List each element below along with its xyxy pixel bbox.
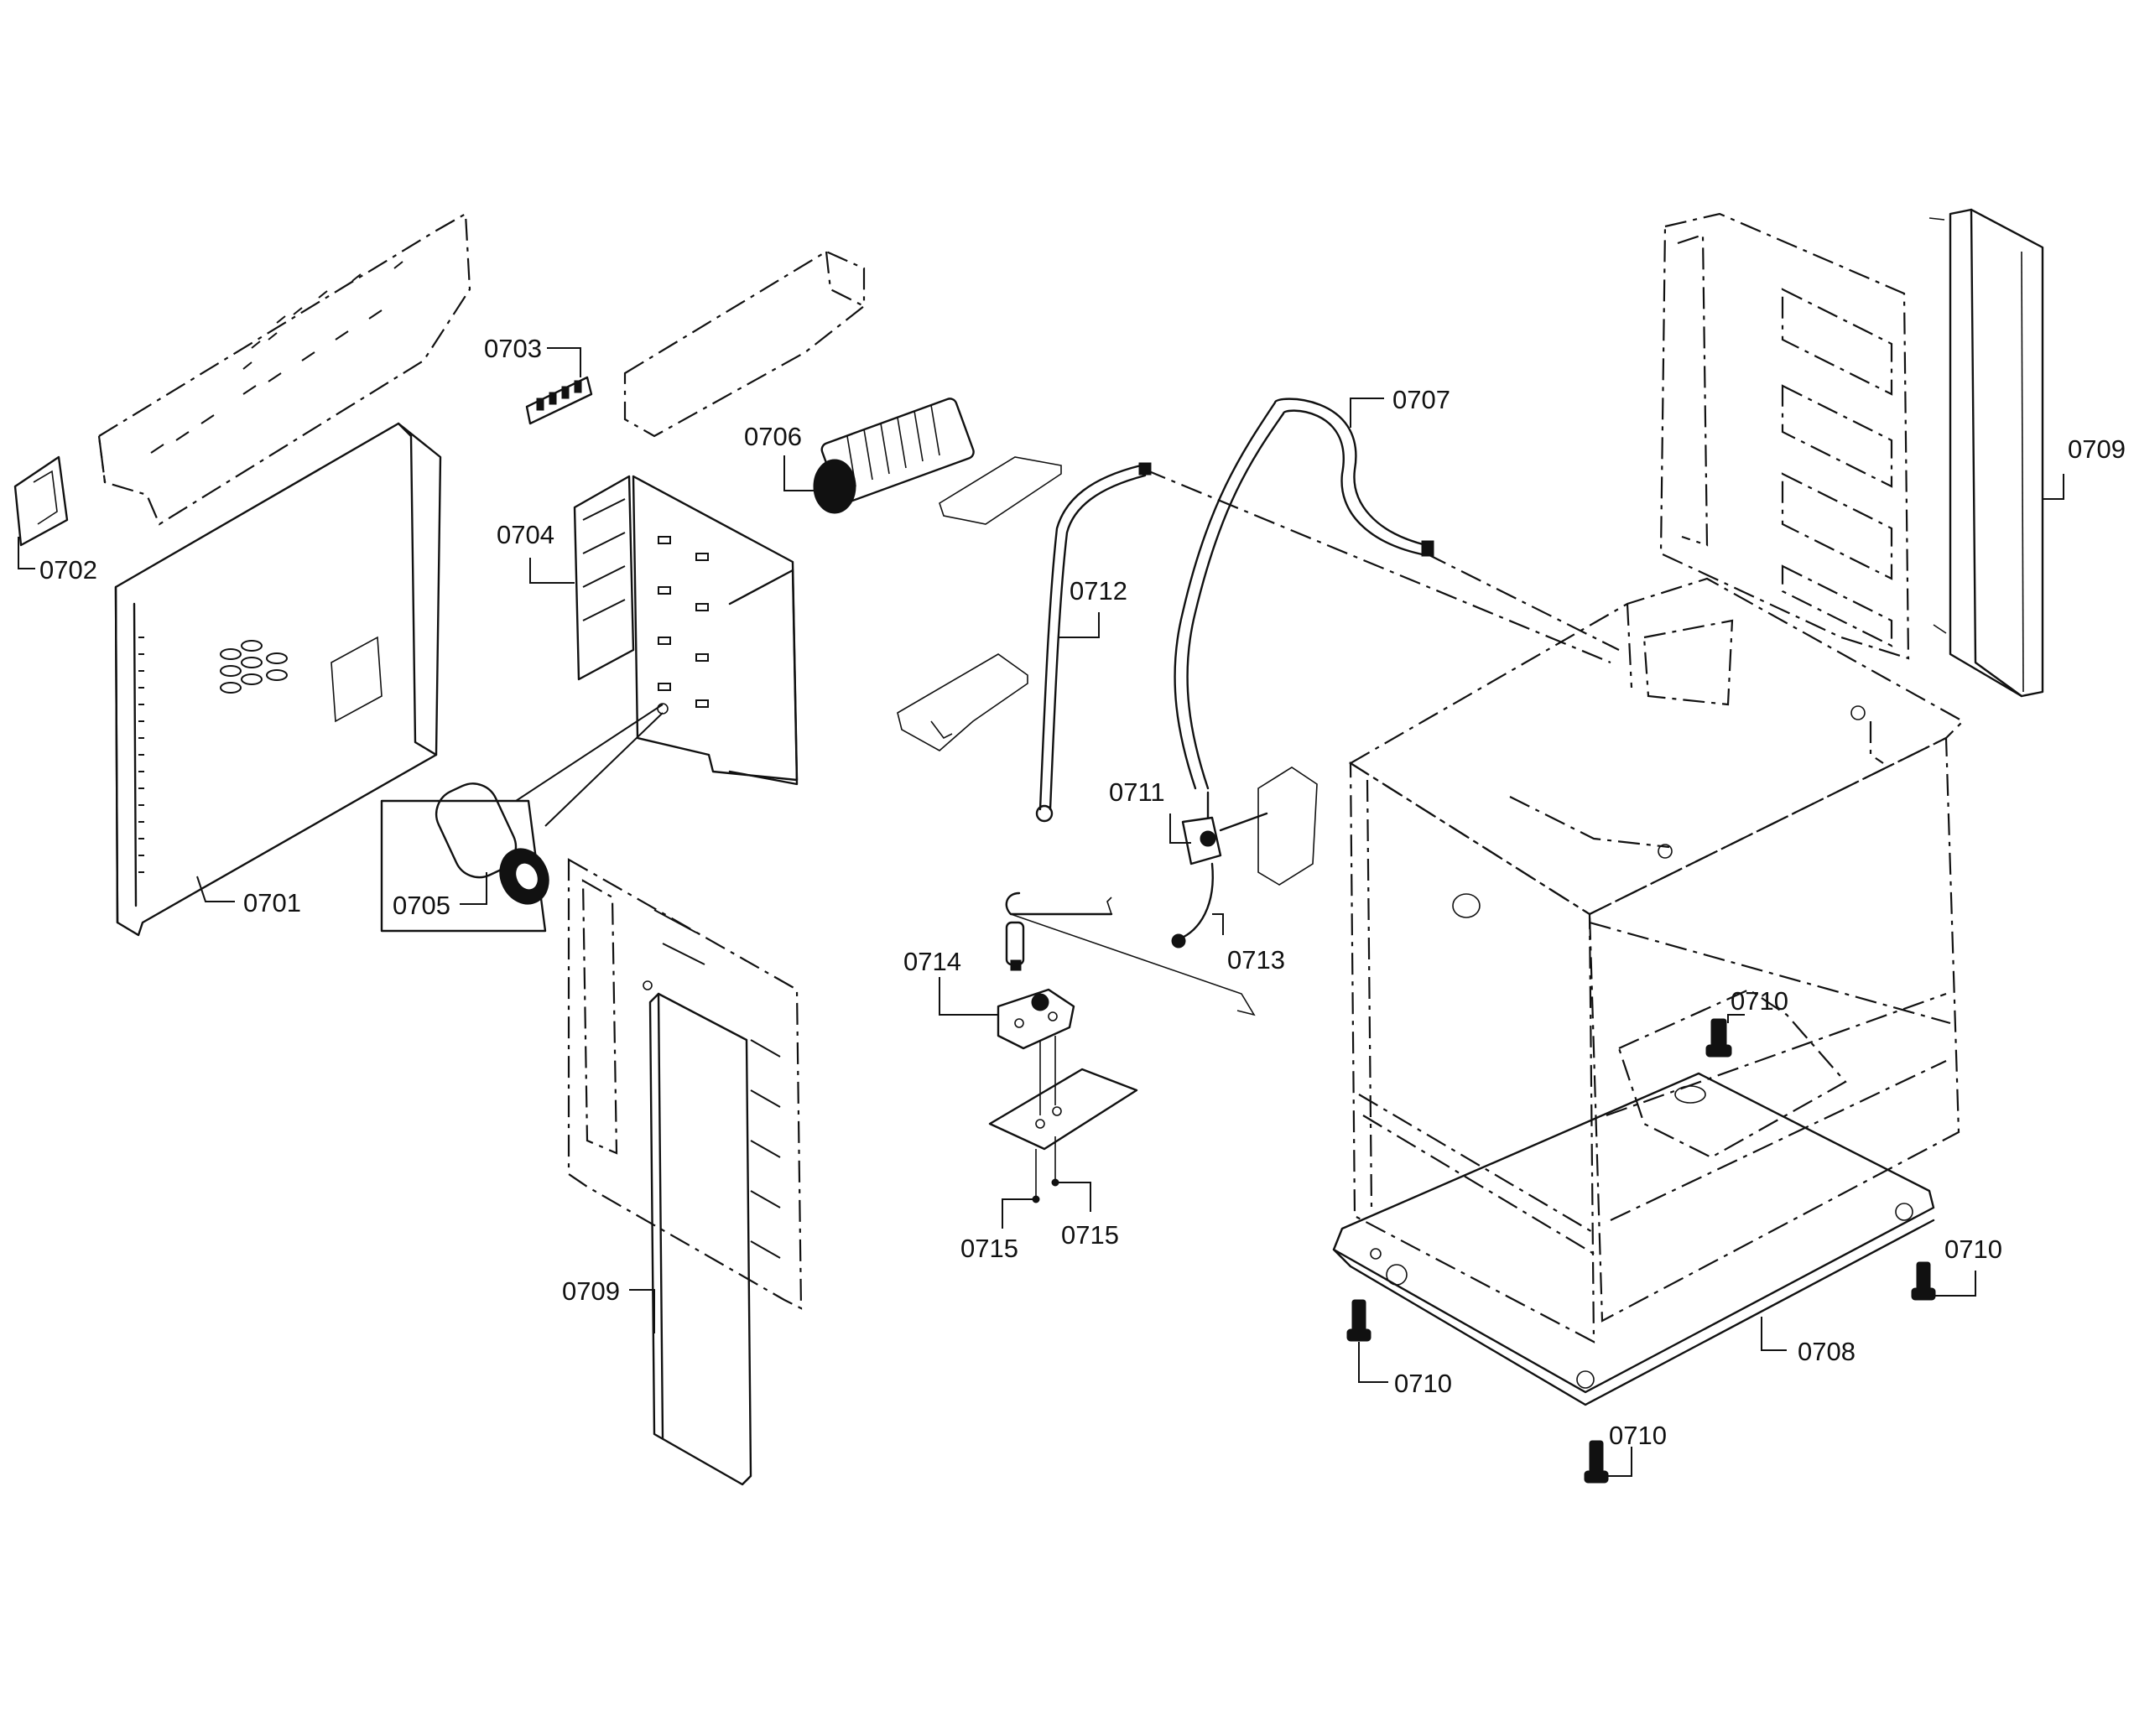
- rear-top-panel: [97, 212, 471, 526]
- part-0703-terminal-block: [525, 376, 593, 425]
- part-0704-control-board: [573, 475, 635, 681]
- burner-manifold: [1005, 891, 1256, 1016]
- callout-0702: 0702: [39, 555, 97, 585]
- callout-0712: 0712: [1070, 576, 1127, 606]
- rear-right-panel: [1659, 212, 1910, 660]
- part-0714-regulator: [997, 988, 1075, 1050]
- part-0712-gas-line: [1035, 462, 1152, 823]
- callout-0703: 0703: [484, 334, 542, 363]
- part-0713-tube: [1171, 862, 1214, 949]
- part-0702-bracket: [13, 455, 69, 547]
- part-0705-capacitor-inset: [380, 703, 669, 933]
- callout-0715-left: 0715: [960, 1234, 1018, 1263]
- callout-0705: 0705: [393, 891, 450, 920]
- callout-0701: 0701: [243, 888, 301, 917]
- part-0711-gas-valve: [1181, 767, 1318, 886]
- callout-labels: 0701 0702 0703 0704 0705 0706 0707 0708 …: [39, 334, 2126, 1450]
- part-0710-screw-right: [1911, 1261, 1936, 1301]
- callout-0711: 0711: [1109, 777, 1165, 807]
- part-0709-front-cover-left: [643, 980, 752, 1486]
- regulator-plate: [988, 1036, 1138, 1203]
- callout-0709-right: 0709: [2068, 434, 2126, 464]
- air-duct: [623, 250, 866, 438]
- callout-0710-front: 0710: [1394, 1369, 1452, 1398]
- component-housing: [632, 475, 799, 786]
- main-oven-cabinet: [1348, 577, 1965, 1344]
- part-0707-gas-tube: [1174, 398, 1434, 790]
- lower-left-panel: [567, 858, 803, 1310]
- part-0701-side-panel: [114, 422, 442, 937]
- callout-0704: 0704: [497, 520, 554, 549]
- part-0706-fan-motor: [813, 398, 975, 514]
- callout-0714: 0714: [903, 947, 961, 976]
- part-0710-screw-front: [1346, 1299, 1371, 1342]
- callout-0708: 0708: [1798, 1337, 1856, 1366]
- callout-0715-right: 0715: [1061, 1220, 1119, 1250]
- callout-0709-left: 0709: [562, 1276, 620, 1306]
- leader-lines: [18, 347, 2064, 1477]
- part-0709-side-strip-right: [1928, 208, 2044, 698]
- part-0710-screw-bottom: [1584, 1440, 1609, 1484]
- callout-0713: 0713: [1227, 945, 1285, 975]
- part-0708-base-plate: [1332, 1072, 1935, 1406]
- valve-bracket: [897, 653, 1028, 751]
- fan-bracket: [939, 456, 1062, 525]
- callout-0706: 0706: [744, 422, 802, 451]
- callout-0707: 0707: [1392, 385, 1450, 414]
- callout-0710-right: 0710: [1944, 1234, 2002, 1264]
- part-0710-screw-inner: [1705, 1018, 1732, 1058]
- callout-0710-bottom: 0710: [1609, 1421, 1667, 1450]
- callout-0710-inner: 0710: [1731, 986, 1788, 1016]
